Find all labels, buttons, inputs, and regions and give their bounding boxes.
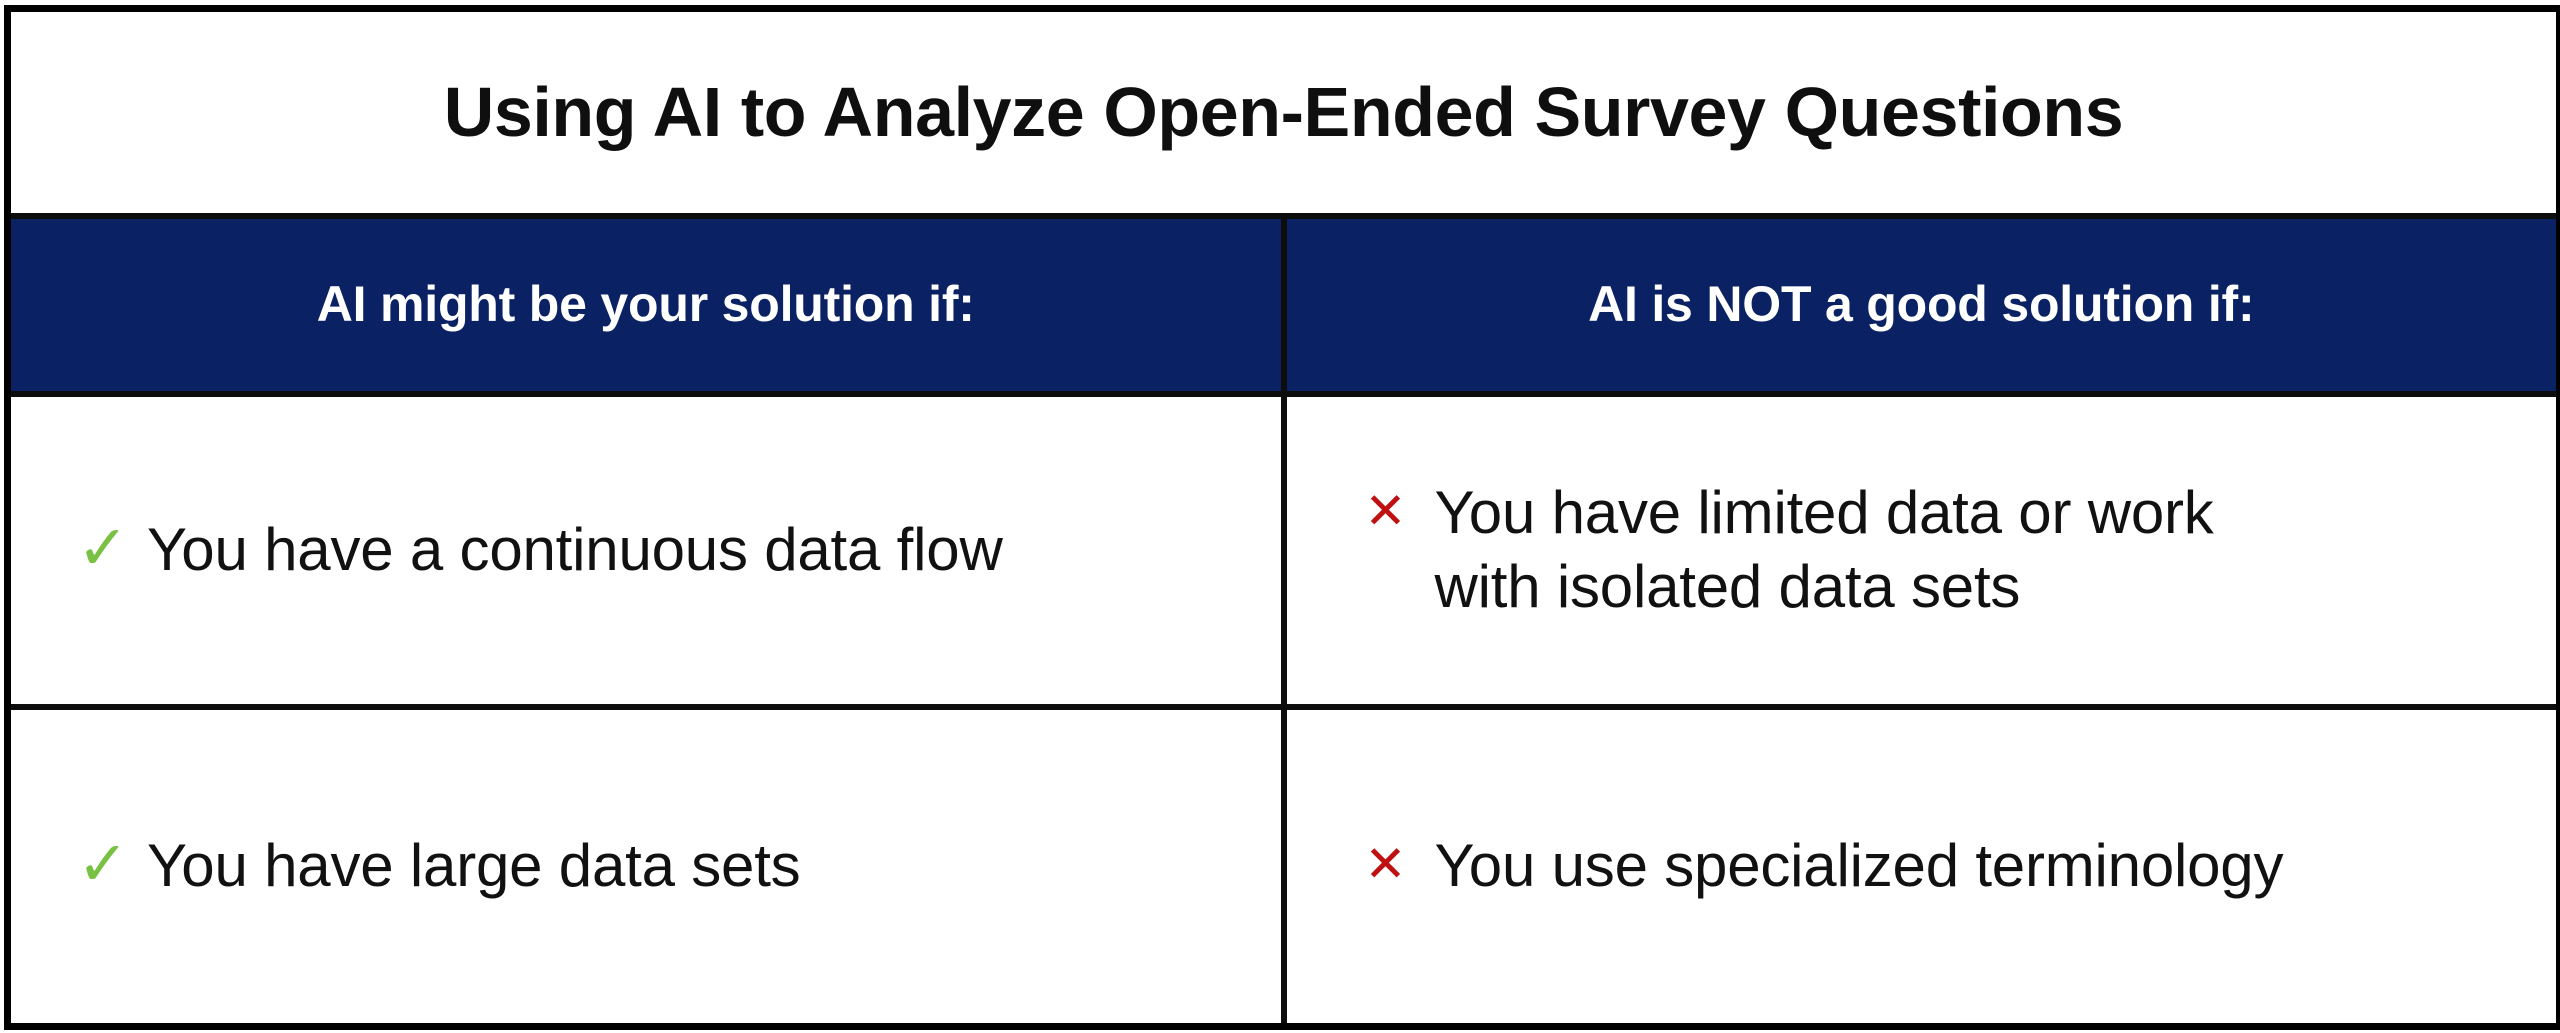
column-header-positive: AI might be your solution if: — [316, 275, 975, 332]
table-row: ✓ You have large data sets ✕ You use spe… — [7, 703, 2560, 1027]
list-item-text: You have large data sets — [147, 829, 801, 903]
list-item-line-2: with isolated data sets — [1434, 553, 2021, 620]
cell-negative-row-2: ✕ You use specialized terminology — [1283, 703, 2560, 1027]
list-item-text: You use specialized terminology — [1435, 829, 2284, 903]
list-item: ✓ You have a continuous data flow — [11, 513, 1281, 587]
list-item: ✕ You use specialized terminology — [1287, 829, 2557, 903]
cell-negative-row-1: ✕ You have limited data or work with iso… — [1283, 390, 2560, 710]
header-cell-negative: AI is NOT a good solution if: — [1283, 212, 2560, 397]
list-item-text: You have limited data or work with isola… — [1435, 476, 2214, 625]
table-row: ✓ You have a continuous data flow ✕ You … — [7, 390, 2560, 710]
list-item-line-1: You use specialized terminology — [1434, 832, 2284, 900]
list-item: ✕ You have limited data or work with iso… — [1287, 476, 2557, 625]
list-item: ✓ You have large data sets — [11, 829, 1281, 903]
list-item-line-1: You have large data sets — [147, 832, 801, 900]
check-icon: ✓ — [77, 513, 129, 583]
cross-icon: ✕ — [1364, 836, 1407, 893]
cell-positive-row-2: ✓ You have large data sets — [7, 703, 1287, 1027]
list-item-text: You have a continuous data flow — [147, 513, 1003, 587]
cell-positive-row-1: ✓ You have a continuous data flow — [7, 390, 1287, 710]
cross-icon: ✕ — [1364, 482, 1407, 539]
title-row: Using AI to Analyze Open-Ended Survey Qu… — [7, 8, 2560, 219]
header-row: AI might be your solution if: AI is NOT … — [7, 212, 2560, 397]
title-cell: Using AI to Analyze Open-Ended Survey Qu… — [7, 8, 2560, 219]
header-cell-positive: AI might be your solution if: — [7, 212, 1287, 397]
comparison-table: Using AI to Analyze Open-Ended Survey Qu… — [4, 5, 2560, 1030]
page-title: Using AI to Analyze Open-Ended Survey Qu… — [443, 72, 2124, 151]
list-item-line-1: You have limited data or work — [1434, 478, 2214, 546]
check-icon: ✓ — [77, 830, 129, 900]
list-item-line-1: You have a continuous data flow — [147, 515, 1003, 583]
column-header-negative: AI is NOT a good solution if: — [1588, 275, 2255, 332]
